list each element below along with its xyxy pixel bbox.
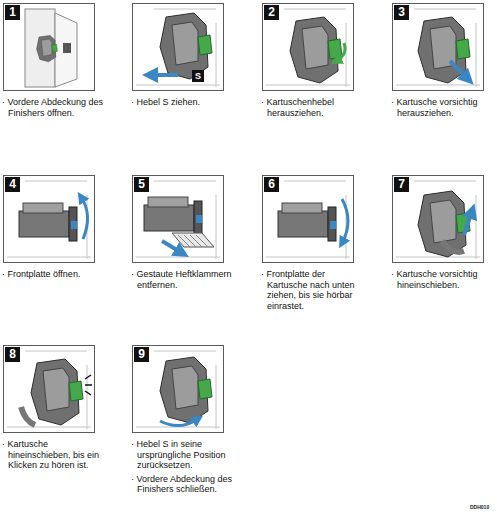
panel-art [396, 181, 480, 259]
step-panel: 7· Kartusche vorsichtig hineinschieben. [392, 175, 484, 263]
step-number: 5 [134, 177, 149, 192]
caption-area: · Kartuschenhebel herausziehen. [261, 97, 365, 121]
panel-art [136, 181, 220, 259]
figure-code: DDH010 [470, 504, 489, 510]
caption-area: · Frontplatte öffnen. [2, 269, 106, 283]
step-panel: · Hebel S ziehen. [132, 3, 224, 91]
step-panel: 2· Kartuschenhebel herausziehen. [262, 3, 354, 91]
caption-area: · Frontplatte der Kartusche nach unten z… [261, 269, 365, 314]
step-caption: · Frontplatte der Kartusche nach unten z… [261, 269, 365, 311]
panel-art [266, 181, 350, 259]
caption-area: · Kartusche vorsichtig hineinschieben. [391, 269, 495, 293]
caption-area: · Hebel S in seine ursprüngliche Positio… [131, 439, 235, 498]
panel-art [396, 9, 480, 87]
step-caption: · Kartusche hineinschieben, bis ein Klic… [2, 439, 106, 471]
step-number: 7 [394, 177, 409, 192]
step-panel: 1· Vordere Abdeckung des Finishers öffne… [3, 3, 95, 91]
step-caption: · Vordere Abdeckung des Finishers schlie… [131, 474, 235, 495]
step-caption: · Vordere Abdeckung des Finishers öffnen… [2, 97, 106, 118]
step-caption: · Kartusche vorsichtig herausziehen. [391, 97, 495, 118]
step-panel: 4· Frontplatte öffnen. [3, 175, 95, 263]
step-panel: 9· Hebel S in seine ursprüngliche Positi… [132, 345, 224, 433]
step-number: 2 [264, 5, 279, 20]
step-caption: · Frontplatte öffnen. [2, 269, 106, 280]
lever-letter: S [192, 70, 204, 82]
step-panel: 3· Kartusche vorsichtig herausziehen. [392, 3, 484, 91]
step-number: 6 [264, 177, 279, 192]
step-number: 1 [5, 5, 20, 20]
panel-art [7, 181, 91, 259]
caption-area: · Hebel S ziehen. [131, 97, 235, 111]
step-number: 4 [5, 177, 20, 192]
panel-art [136, 9, 220, 87]
caption-area: · Gestaute Heftklammern entfernen. [131, 269, 235, 293]
step-number: 8 [5, 347, 20, 362]
step-panel: 6· Frontplatte der Kartusche nach unten … [262, 175, 354, 263]
step-caption: · Hebel S in seine ursprüngliche Positio… [131, 439, 235, 471]
panel-art [266, 9, 350, 87]
step-number: 9 [134, 347, 149, 362]
step-caption: · Hebel S ziehen. [131, 97, 235, 108]
panel-art [25, 9, 77, 87]
step-caption: · Kartusche vorsichtig hineinschieben. [391, 269, 495, 290]
caption-area: · Kartusche hineinschieben, bis ein Klic… [2, 439, 106, 474]
step-panel: 8· Kartusche hineinschieben, bis ein Kli… [3, 345, 95, 433]
panel-art [7, 351, 92, 429]
caption-area: · Vordere Abdeckung des Finishers öffnen… [2, 97, 106, 121]
step-caption: · Kartuschenhebel herausziehen. [261, 97, 365, 118]
step-number: 3 [394, 5, 409, 20]
step-panel: 5· Gestaute Heftklammern entfernen. [132, 175, 224, 263]
panel-art [136, 351, 220, 429]
caption-area: · Kartusche vorsichtig herausziehen. [391, 97, 495, 121]
step-caption: · Gestaute Heftklammern entfernen. [131, 269, 235, 290]
